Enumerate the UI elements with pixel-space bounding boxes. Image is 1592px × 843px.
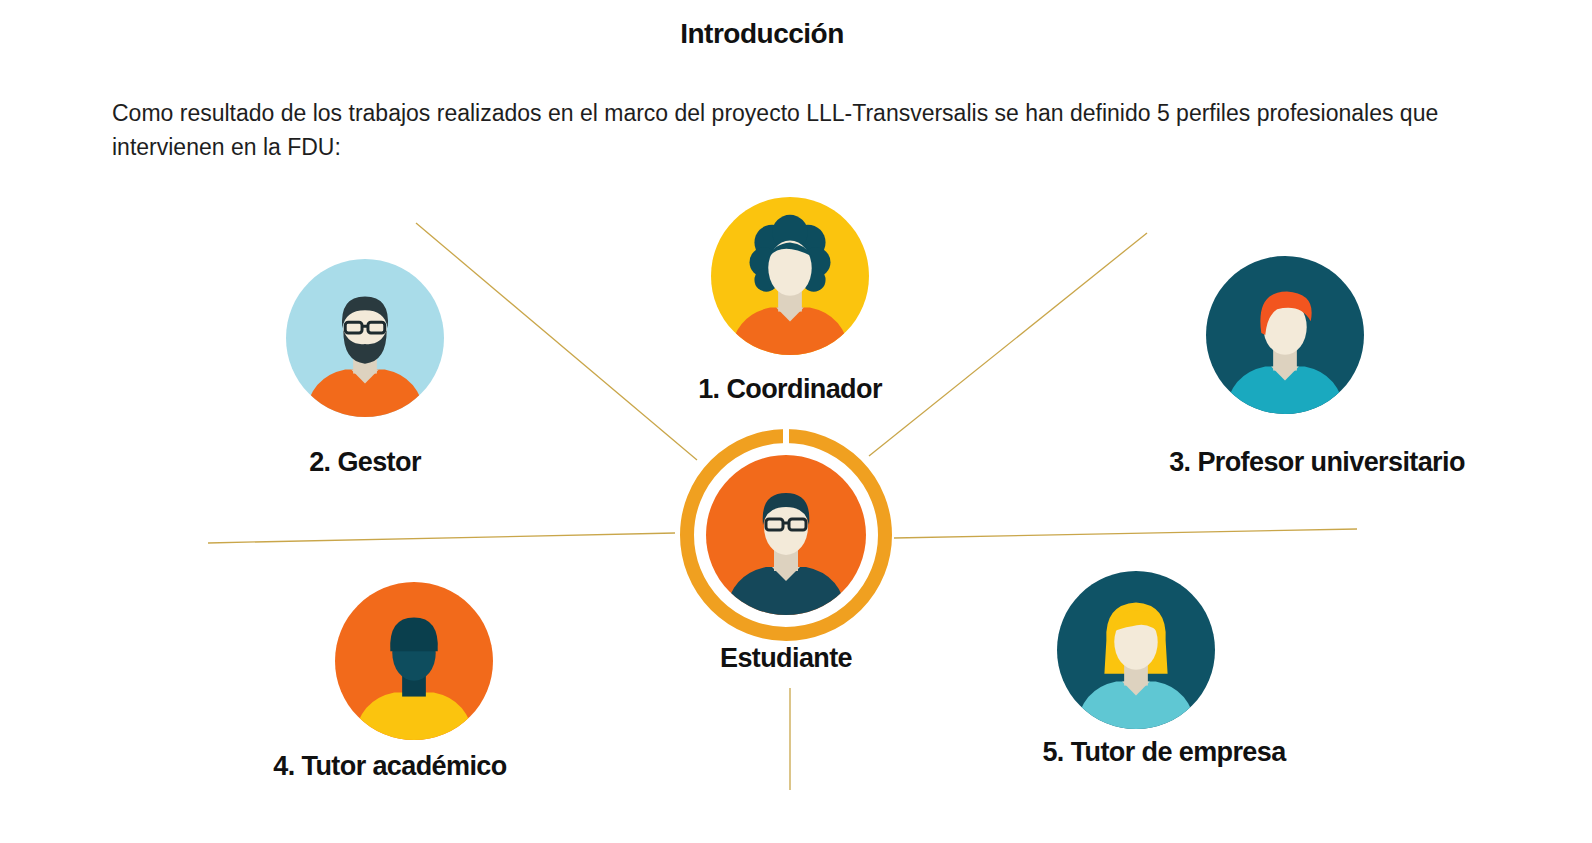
face bbox=[768, 240, 811, 295]
shirt bbox=[1075, 682, 1197, 729]
ray-line bbox=[869, 233, 1147, 456]
collar bbox=[772, 567, 800, 581]
profile-icon bbox=[335, 582, 493, 740]
ray-line bbox=[416, 223, 697, 460]
profile-label: 5. Tutor de empresa bbox=[1042, 737, 1285, 768]
page-title: Introducción bbox=[680, 18, 844, 50]
person-icon bbox=[1075, 603, 1197, 729]
profile-icon bbox=[1206, 256, 1364, 414]
glasses bbox=[766, 519, 806, 530]
profile-node: 4. Tutor académico bbox=[269, 582, 510, 784]
hair bbox=[1112, 611, 1161, 637]
profile-node: 2. Gestor bbox=[282, 259, 448, 480]
ray-line bbox=[894, 529, 1357, 538]
profile-label: 3. Profesor universitario bbox=[1169, 447, 1465, 478]
profile-icon bbox=[1057, 571, 1215, 729]
person-icon bbox=[724, 493, 848, 625]
shirt bbox=[353, 693, 475, 740]
shirt bbox=[724, 567, 848, 625]
profile-icon bbox=[711, 197, 869, 355]
profile-label: 2. Gestor bbox=[309, 447, 421, 478]
profile-label: 4. Tutor académico bbox=[273, 751, 506, 782]
ray-line bbox=[789, 688, 790, 790]
glasses bbox=[345, 322, 385, 333]
shirt bbox=[1224, 367, 1346, 414]
profile-icon bbox=[286, 259, 444, 417]
shirt bbox=[729, 308, 851, 355]
hair bbox=[1104, 603, 1167, 674]
outer-ring bbox=[687, 436, 885, 634]
ring-gap bbox=[783, 429, 789, 445]
shirt bbox=[304, 370, 426, 417]
collar bbox=[776, 308, 804, 322]
profile-node: 1. Coordinador bbox=[694, 197, 886, 407]
person-icon bbox=[1224, 292, 1346, 414]
hair bbox=[390, 618, 438, 652]
intro-paragraph: Como resultado de los trabajos realizado… bbox=[112, 96, 1482, 164]
person-icon bbox=[353, 618, 475, 740]
profile-node: 3. Profesor universitario bbox=[1165, 256, 1469, 480]
hair bbox=[1260, 292, 1311, 335]
profile-node: 5. Tutor de empresa bbox=[1038, 571, 1289, 770]
ray-line bbox=[208, 533, 675, 543]
hair bbox=[768, 242, 811, 258]
beard bbox=[343, 330, 386, 364]
hub-node: Estudiante bbox=[676, 429, 896, 676]
collar bbox=[1122, 682, 1150, 696]
profile-label: Estudiante bbox=[720, 643, 852, 674]
collar bbox=[351, 370, 379, 384]
profile-label: 1. Coordinador bbox=[698, 374, 882, 405]
collar bbox=[1271, 367, 1299, 381]
person-icon bbox=[729, 215, 851, 355]
person-icon bbox=[304, 297, 426, 417]
hub-icon bbox=[680, 429, 892, 641]
ray-group bbox=[208, 223, 1357, 790]
